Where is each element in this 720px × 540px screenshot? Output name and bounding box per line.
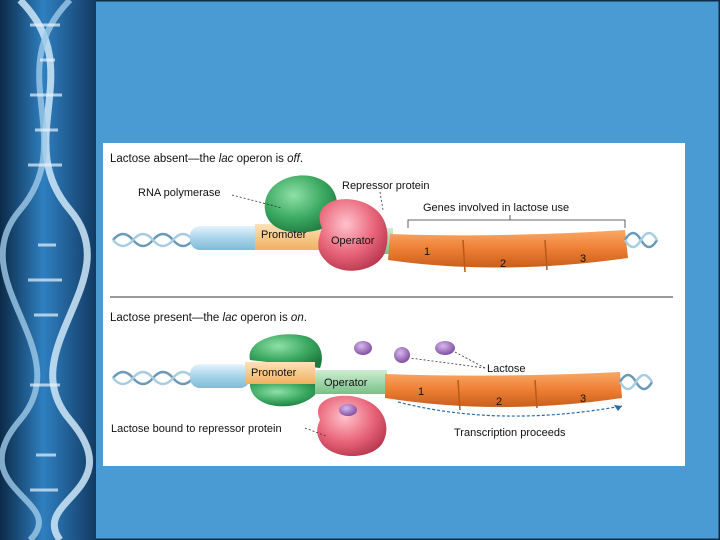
transcription-label: Transcription proceeds	[454, 427, 566, 439]
dna-helix-strip	[0, 0, 96, 540]
lactose-label: Lactose	[487, 363, 526, 375]
panel-on-title: Lactose present—the lac operon is on.	[110, 312, 307, 324]
rna-polymerase-off	[264, 175, 338, 233]
repressor-protein-on	[317, 395, 387, 456]
dna-helix-right-off	[623, 231, 659, 249]
gene-number-2-off: 2	[500, 258, 506, 270]
genes-region-off	[388, 230, 628, 268]
repressor-protein-off	[318, 199, 388, 271]
lactose-molecule	[435, 341, 455, 355]
gene-number-3-on: 3	[580, 393, 586, 405]
bound-lactose	[339, 404, 357, 416]
operator-label-off: Operator	[331, 235, 375, 247]
gene-number-3-off: 3	[580, 253, 586, 265]
promoter-label-on: Promoter	[251, 367, 297, 379]
rna-polymerase-on-lower	[250, 384, 319, 407]
dna-helix-right-on	[618, 373, 654, 391]
bound-repressor-label: Lactose bound to repressor protein	[111, 423, 282, 435]
genes-label: Genes involved in lactose use	[423, 202, 569, 214]
transcription-arrow	[397, 401, 623, 417]
dna-helix-left-off	[112, 232, 194, 248]
lactose-molecules	[354, 341, 455, 363]
genes-region-on	[385, 372, 622, 407]
gene-number-1-on: 1	[418, 386, 424, 398]
operator-region-on	[315, 370, 387, 394]
dna-segment-on	[190, 364, 250, 388]
lactose-molecule	[394, 347, 410, 363]
panel-off-title: Lactose absent—the lac operon is off.	[110, 153, 303, 165]
gene-number-2-on: 2	[496, 396, 502, 408]
dna-segment-off	[190, 226, 265, 250]
dna-helix-left-on	[112, 370, 194, 386]
lac-operon-figure: Lactose absent—the lac operon is off. RN…	[103, 143, 685, 466]
gene-number-1-off: 1	[424, 246, 430, 258]
lactose-molecule	[354, 341, 372, 355]
promoter-label-off: Promoter	[261, 229, 307, 241]
rna-polymerase-label: RNA polymerase	[138, 187, 221, 199]
rna-polymerase-on	[249, 334, 322, 368]
repressor-protein-label: Repressor protein	[342, 180, 429, 192]
promoter-region-on	[245, 362, 315, 384]
operator-label-on: Operator	[324, 377, 368, 389]
